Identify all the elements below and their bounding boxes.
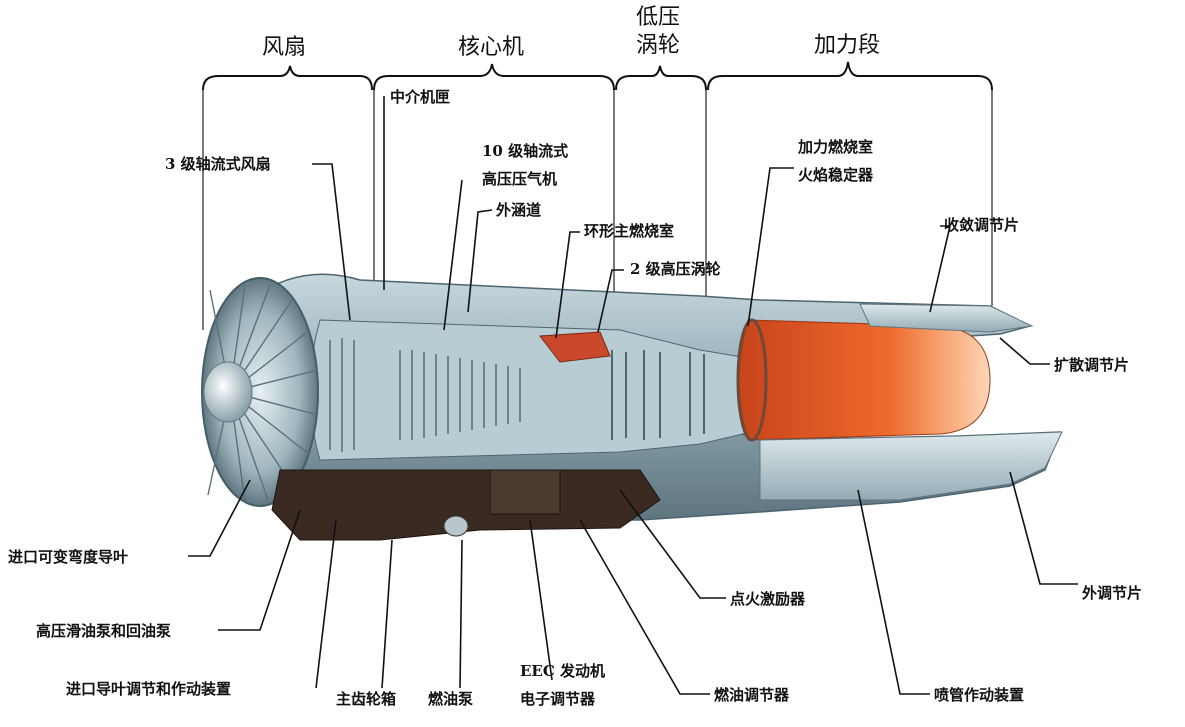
label-igniter: 点火激励器 xyxy=(730,590,806,608)
label-vigv: 进口可变弯度导叶 xyxy=(8,548,128,566)
nozzle-upper xyxy=(859,303,1034,333)
combustor-ring xyxy=(539,331,611,363)
label-eec-line2: 电子调节器 xyxy=(520,690,596,708)
label-ab-line1: 加力燃烧室 xyxy=(797,138,873,156)
label-hpc-line2: 高压压气机 xyxy=(482,170,557,188)
label-gearbox: 主齿轮箱 xyxy=(336,690,396,708)
section-dividers xyxy=(202,90,993,330)
section-afterburner: 加力段 xyxy=(814,33,880,58)
engine-illustration xyxy=(201,273,1063,541)
section-braces xyxy=(202,61,993,91)
leader-lines xyxy=(188,96,1078,695)
label-outer-flaps: 外调节片 xyxy=(1081,584,1142,602)
label-eec-line1: EEC 发动机 xyxy=(520,662,605,680)
section-lpt-line2: 涡轮 xyxy=(636,33,680,58)
label-ab-line2: 火焰稳定器 xyxy=(798,166,874,184)
section-lpt-line1: 低压 xyxy=(636,5,680,30)
accessory-gearbox xyxy=(271,469,661,541)
label-convergent-flaps: 收敛调节片 xyxy=(944,216,1019,234)
afterburner-brace xyxy=(707,61,993,91)
turbine-blades xyxy=(611,350,705,440)
label-fuel-regulator: 燃油调节器 xyxy=(714,686,790,704)
nozzle-lower xyxy=(759,431,1063,501)
label-hpc-line1: 10 级轴流式 xyxy=(482,142,568,160)
section-core: 核心机 xyxy=(458,35,524,60)
spinner-cone xyxy=(203,361,253,423)
label-fuel-pump: 燃油泵 xyxy=(428,690,473,708)
core-brace xyxy=(373,63,615,91)
lpt-brace xyxy=(615,65,707,91)
label-hpt: 2 级高压涡轮 xyxy=(630,260,721,278)
label-bypass-duct: 外涵道 xyxy=(495,201,541,219)
section-fan: 风扇 xyxy=(262,35,306,60)
compressor-blades xyxy=(329,338,521,452)
fuel-pump-body xyxy=(443,515,469,537)
label-combustor: 环形主燃烧室 xyxy=(584,222,674,240)
label-oil-pump: 高压滑油泵和回油泵 xyxy=(36,622,171,640)
label-fan-stages: 3 级轴流式风扇 xyxy=(165,155,271,173)
fan-brace xyxy=(202,65,373,91)
label-igv-actuator: 进口导叶调节和作动装置 xyxy=(66,680,231,698)
label-intermediate-case: 中介机匣 xyxy=(390,88,450,106)
label-divergent-flaps: 扩散调节片 xyxy=(1054,356,1129,374)
afterburner-flame xyxy=(738,319,991,441)
flame-holder xyxy=(736,318,768,442)
label-nozzle-actuator: 喷管作动装置 xyxy=(934,686,1024,704)
eec-box xyxy=(489,469,561,515)
fan-face xyxy=(201,277,319,507)
